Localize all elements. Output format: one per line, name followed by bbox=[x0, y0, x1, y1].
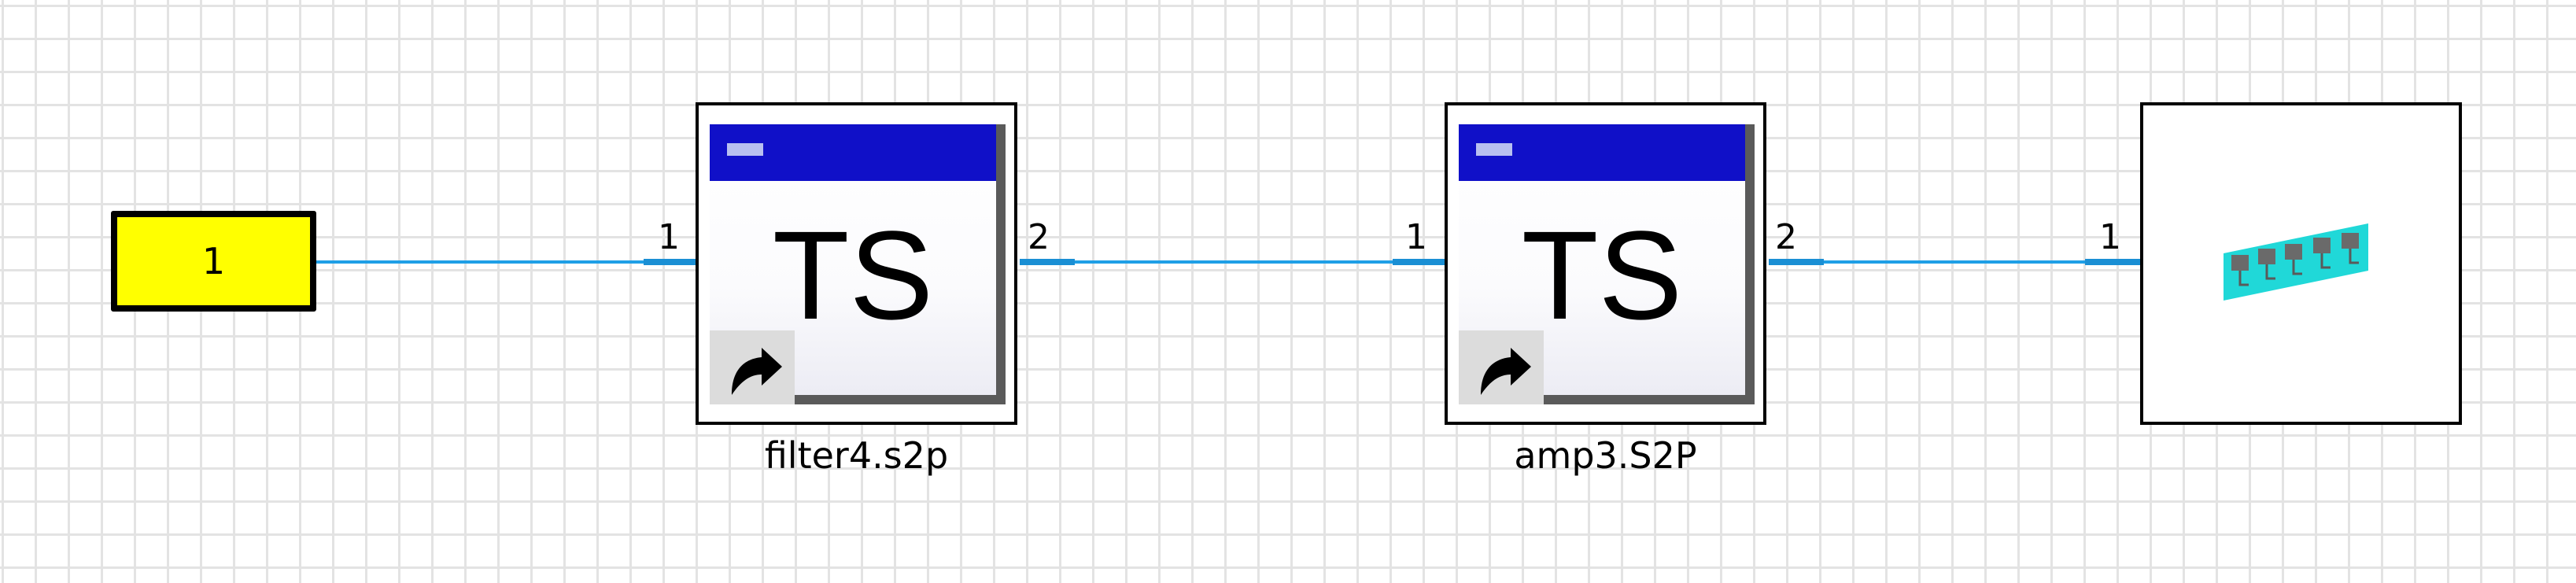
filter-port-in-number: 1 bbox=[658, 217, 680, 257]
amp-port-2-stub[interactable] bbox=[1769, 259, 1824, 265]
ts-icon-text: TS bbox=[772, 205, 934, 345]
terminal-block[interactable] bbox=[2140, 102, 2462, 425]
terminal-port-1-stub[interactable] bbox=[2085, 259, 2140, 265]
ts-icon-text: TS bbox=[1521, 205, 1683, 345]
titlebar-button-icon bbox=[727, 143, 763, 156]
shortcut-arrow-icon bbox=[1459, 330, 1544, 404]
titlebar-button-icon bbox=[1476, 143, 1512, 156]
source-port-block[interactable]: 1 bbox=[111, 211, 316, 312]
amp-port-1-stub[interactable] bbox=[1393, 259, 1448, 265]
terminal-port-in-number: 1 bbox=[2099, 217, 2121, 257]
shortcut-arrow-icon bbox=[710, 330, 795, 404]
amp-port-out-number: 2 bbox=[1775, 217, 1797, 257]
touchstone-file-icon: TS bbox=[1459, 124, 1755, 404]
touchstone-block-amp[interactable]: TS bbox=[1445, 102, 1766, 425]
amp-port-in-number: 1 bbox=[1405, 217, 1427, 257]
filter-block-label: filter4.s2p bbox=[764, 434, 949, 477]
window-titlebar bbox=[710, 124, 996, 181]
wire-filter-to-amp[interactable] bbox=[1020, 260, 1448, 264]
amp-block-label: amp3.S2P bbox=[1514, 434, 1697, 477]
wire-source-to-filter[interactable] bbox=[316, 260, 699, 264]
source-port-label: 1 bbox=[201, 240, 226, 282]
filter-port-1-stub[interactable] bbox=[644, 259, 699, 265]
filter-port-2-stub[interactable] bbox=[1020, 259, 1075, 265]
touchstone-block-filter[interactable]: TS bbox=[696, 102, 1017, 425]
window-titlebar bbox=[1459, 124, 1745, 181]
resistor-network-icon bbox=[2224, 223, 2368, 301]
wire-amp-to-terminal[interactable] bbox=[1769, 260, 2140, 264]
touchstone-file-icon: TS bbox=[710, 124, 1006, 404]
filter-port-out-number: 2 bbox=[1028, 217, 1050, 257]
